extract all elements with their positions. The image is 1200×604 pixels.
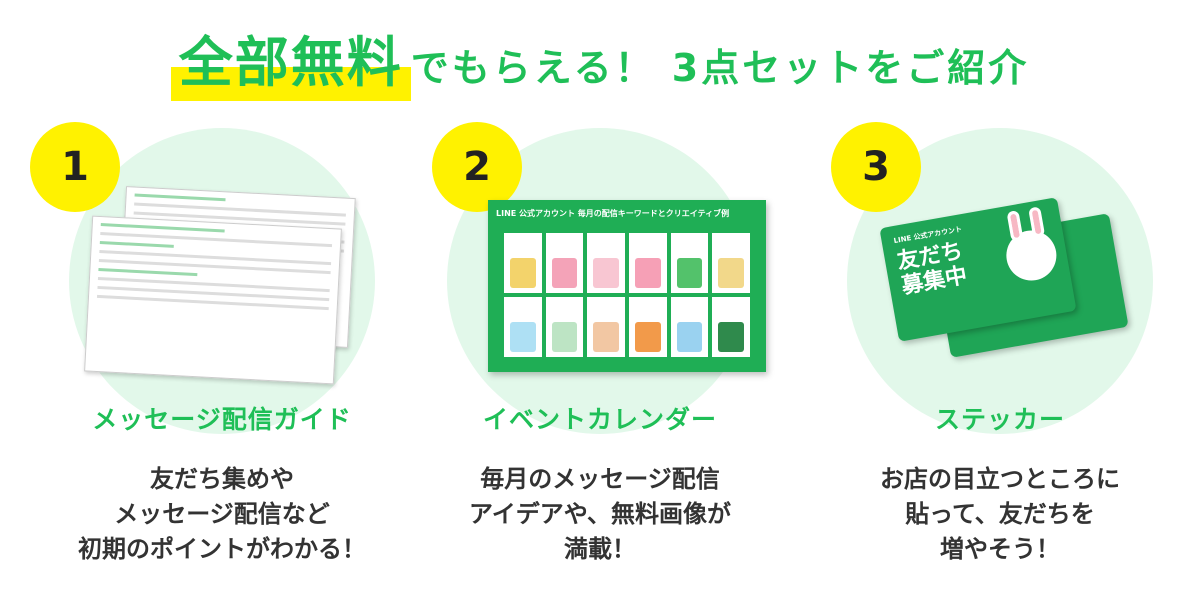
desc-line: 貼って、友だちを [905,500,1095,528]
desc-line: 初期のポイントがわかる！ [78,535,366,563]
item-description: お店の目立つところに 貼って、友だちを 増やそう！ [800,462,1200,567]
desc-line: 毎月のメッセージ配信 [480,465,720,493]
guide-page-front [84,215,342,385]
desc-line: 満載！ [564,535,636,563]
item-label: メッセージ配信ガイド [92,405,352,434]
item-label: ステッカー [934,405,1065,434]
item-guide: 1 メッセージ配信ガイド 友だち集めや メッセージ配信など 初期のポイントがわか… [22,0,422,604]
desc-line: アイデアや、無料画像が [468,500,732,528]
number-badge: 3 [831,122,921,212]
desc-line: メッセージ配信など [114,500,330,528]
headline-rest: でもらえる！ 3点セットをご紹介 [410,46,1030,90]
item-description: 毎月のメッセージ配信 アイデアや、無料画像が 満載！ [400,462,800,567]
number-badge: 1 [30,122,120,212]
headline-highlight: 全部無料 [170,18,411,101]
calendar-grid [496,233,758,357]
number-badge: 2 [432,122,522,212]
desc-line: 増やそう！ [940,535,1060,563]
calendar-image: LINE 公式アカウント 毎月の配信キーワードとクリエイティブ例 [488,200,766,372]
headline: 全部無料でもらえる！ 3点セットをご紹介 [0,18,1200,101]
item-label: イベントカレンダー [482,405,717,434]
desc-line: お店の目立つところに [880,465,1120,493]
calendar-title: LINE 公式アカウント 毎月の配信キーワードとクリエイティブ例 [496,209,730,218]
item-sticker: 3 LINE 公式アカウント 友だち 募集中 ステッカー お店の目立つところに … [800,0,1200,604]
desc-line: 友だち集めや [150,465,294,493]
item-description: 友だち集めや メッセージ配信など 初期のポイントがわかる！ [22,462,422,567]
item-calendar: 2 LINE 公式アカウント 毎月の配信キーワードとクリエイティブ例 イベントカ… [400,0,800,604]
